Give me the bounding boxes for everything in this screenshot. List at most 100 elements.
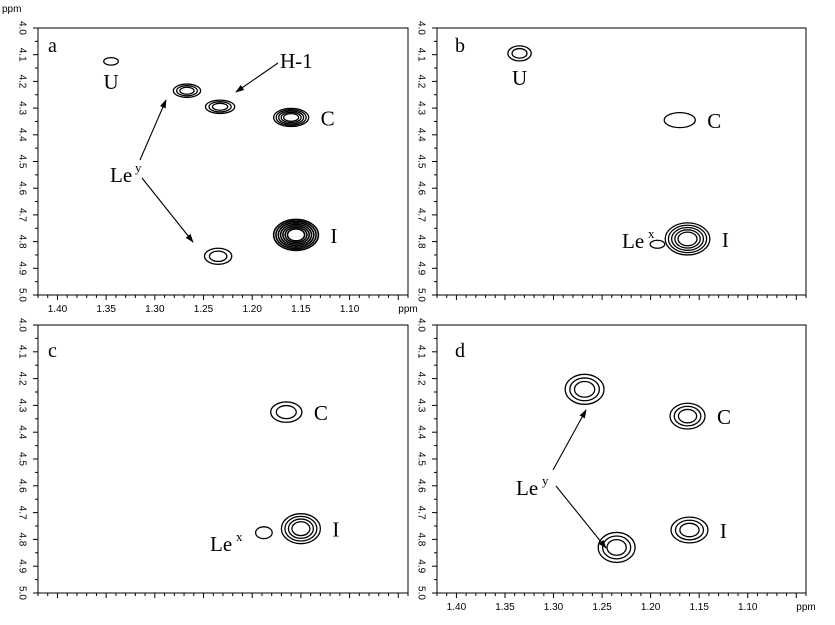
y-tick-label: 4.6 xyxy=(16,479,27,493)
y-tick-label: 5.0 xyxy=(16,586,27,600)
peak-C: C xyxy=(270,401,328,425)
annotation-le-text: Le xyxy=(622,229,644,253)
y-tick-label: 4.5 xyxy=(415,155,426,169)
y-tick-label: 4.4 xyxy=(16,425,27,439)
y-tick-label: 4.8 xyxy=(16,235,27,249)
x-tick-label: 1.30 xyxy=(145,304,165,315)
contour-level xyxy=(275,220,317,250)
panel-c: c Le x 4.04.14.24.34.44.54.64.74.84.95.0… xyxy=(16,318,409,600)
y-tick-label: 4.8 xyxy=(415,532,426,546)
y-tick-label: 4.9 xyxy=(415,559,426,573)
arrow-ley-upper xyxy=(552,409,587,471)
y-tick-label: 4.6 xyxy=(415,181,426,195)
contour-level xyxy=(573,380,596,398)
contour-level xyxy=(664,222,711,256)
annotation-ley-label: Le y xyxy=(110,160,142,187)
peak xyxy=(564,373,605,405)
annotation-le-superscript: x xyxy=(236,529,243,544)
annotation-le-text: Le xyxy=(516,476,538,500)
y-tick-label: 4.1 xyxy=(415,48,426,62)
contour-level xyxy=(284,226,308,244)
annotation-ley-label: Le y xyxy=(516,473,549,500)
peak xyxy=(649,239,666,249)
y-tick-label: 4.6 xyxy=(16,181,27,195)
contour-level xyxy=(275,404,297,420)
arrow-ley-lower xyxy=(141,177,194,243)
plot-frame xyxy=(436,27,807,296)
peak xyxy=(203,247,233,265)
contour-level xyxy=(673,405,702,427)
y-tick-label: 4.7 xyxy=(16,506,27,520)
y-tick-label: 4.8 xyxy=(16,532,27,546)
panel-letter: c xyxy=(48,340,57,362)
y-tick-label: 4.4 xyxy=(415,425,426,439)
x-tick-label: 1.20 xyxy=(641,602,661,613)
peak-label: C xyxy=(314,401,328,425)
contour-level xyxy=(677,231,698,247)
peak xyxy=(254,526,273,540)
x-tick-label: 1.15 xyxy=(291,304,311,315)
contour-level xyxy=(211,102,229,111)
y-tick-label: 4.5 xyxy=(16,452,27,466)
peak-U: U xyxy=(507,45,532,90)
y-tick-label: 4.0 xyxy=(415,318,426,332)
arrow-h1 xyxy=(235,62,279,93)
contour-level xyxy=(270,401,303,423)
arrow-ley-lower xyxy=(555,485,607,549)
contour-level xyxy=(275,109,307,126)
y-tick-label: 4.1 xyxy=(16,48,27,62)
peak-C: C xyxy=(272,106,335,130)
y-tick-label: 4.7 xyxy=(415,506,426,520)
contour-level xyxy=(569,377,601,402)
annotation-lex-label: Le x xyxy=(622,226,655,253)
x-tick-label: 1.35 xyxy=(96,304,116,315)
peak-label: C xyxy=(717,405,731,429)
contour-level xyxy=(679,522,700,538)
contour-level xyxy=(280,513,322,545)
contour-level xyxy=(204,99,236,115)
contour-level xyxy=(677,408,698,424)
panel-letter: b xyxy=(455,35,465,57)
y-tick-label: 4.4 xyxy=(16,128,27,142)
y-tick-label: 4.9 xyxy=(16,261,27,275)
peak-label: I xyxy=(332,518,339,542)
x-tick-label: 1.10 xyxy=(738,602,758,613)
contour-level xyxy=(669,402,706,430)
contour-level xyxy=(208,101,232,113)
contour-level xyxy=(280,111,302,124)
x-tick-label: 1.15 xyxy=(689,602,709,613)
y-axis-unit: ppm xyxy=(2,4,21,15)
y-tick-label: 5.0 xyxy=(415,288,426,302)
y-tick-label: 4.4 xyxy=(415,128,426,142)
peak-label: C xyxy=(321,106,335,130)
panel-b: b Le x 4.04.14.24.34.44.54.64.74.84.95.0… xyxy=(415,21,807,302)
contour-level xyxy=(272,218,320,252)
annotation-h1-label: H-1 xyxy=(280,49,313,73)
y-tick-label: 4.0 xyxy=(16,318,27,332)
y-tick-label: 4.8 xyxy=(415,235,426,249)
panel-d: d Le y 4.04.14.24.34.44.54.64.74.84.95.0… xyxy=(415,318,815,613)
contour-level xyxy=(103,56,119,66)
contour-level xyxy=(286,228,306,242)
peak-U: U xyxy=(103,56,119,94)
contour-level xyxy=(283,112,300,122)
peak-label: I xyxy=(722,228,729,252)
x-tick-label: 1.40 xyxy=(447,602,467,613)
contour-level xyxy=(208,250,228,263)
y-tick-label: 4.7 xyxy=(415,208,426,222)
y-tick-label: 4.1 xyxy=(16,345,27,359)
y-tick-label: 4.3 xyxy=(16,398,27,412)
peak-label: C xyxy=(707,109,721,133)
y-tick-label: 4.1 xyxy=(415,345,426,359)
annotation-le-text: Le xyxy=(210,532,232,556)
peak-label: U xyxy=(512,66,527,90)
x-tick-label: 1.25 xyxy=(194,304,214,315)
y-tick-label: 4.2 xyxy=(16,74,27,88)
x-tick-label: 1.25 xyxy=(592,602,612,613)
y-tick-label: 4.9 xyxy=(16,559,27,573)
peak-I: I xyxy=(272,218,337,252)
contour-level xyxy=(670,516,709,544)
contour-level xyxy=(663,111,696,129)
annotation-le-superscript: y xyxy=(135,160,142,175)
